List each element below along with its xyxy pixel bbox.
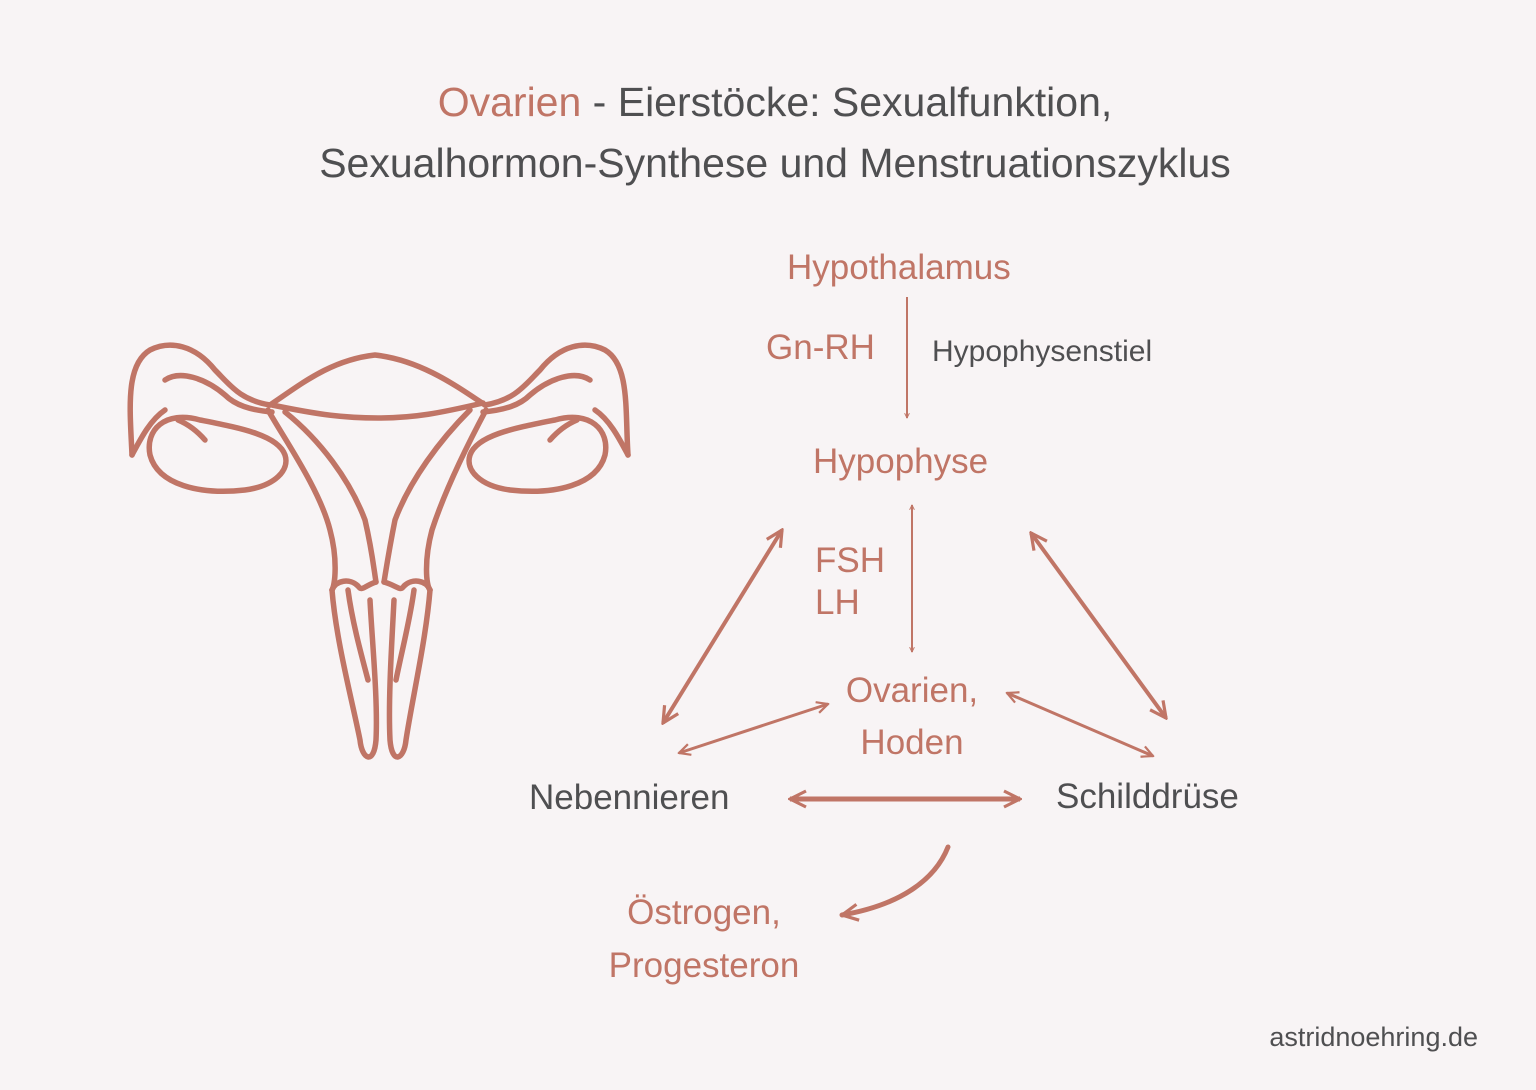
node-ovarien-hoden: Ovarien, Hoden [826,665,998,769]
footer-credit: astridnoehring.de [1269,1022,1478,1052]
node-oestrogen-line1: Östrogen, [627,893,781,932]
node-ovarien-line1: Ovarien, [845,671,979,710]
node-ovarien-line2: Hoden [860,723,964,762]
node-nebennieren: Nebennieren [529,778,730,817]
page-title: Ovarien - Eierstöcke: Sexualfunktion, Se… [0,72,1536,194]
uterus-icon [127,342,631,760]
title-accent: Ovarien [437,79,582,125]
node-oestrogen-progesteron: Östrogen, Progesteron [600,886,808,992]
arrow-ovarien-nebennieren [679,704,828,753]
label-fsh: FSH [815,541,885,580]
node-hypophyse: Hypophyse [813,442,989,481]
node-oestrogen-line2: Progesteron [608,946,800,985]
arrow-hypophyse-schilddruese [1031,533,1166,718]
label-gnrh: Gn-RH [766,328,875,367]
title-line2: Sexualhormon-Synthese und Menstruationsz… [319,140,1231,186]
arrow-to-hormones [842,844,951,915]
label-lh: LH [815,583,860,622]
label-hypophysenstiel: Hypophysenstiel [932,335,1153,368]
title-line1-rest: - Eierstöcke: Sexualfunktion, [581,79,1113,125]
arrow-ovarien-schilddruese [1007,693,1153,756]
node-hypothalamus: Hypothalamus [787,248,1011,287]
node-schilddruese: Schilddrüse [1056,777,1239,816]
arrow-hypophyse-nebennieren [663,530,782,723]
